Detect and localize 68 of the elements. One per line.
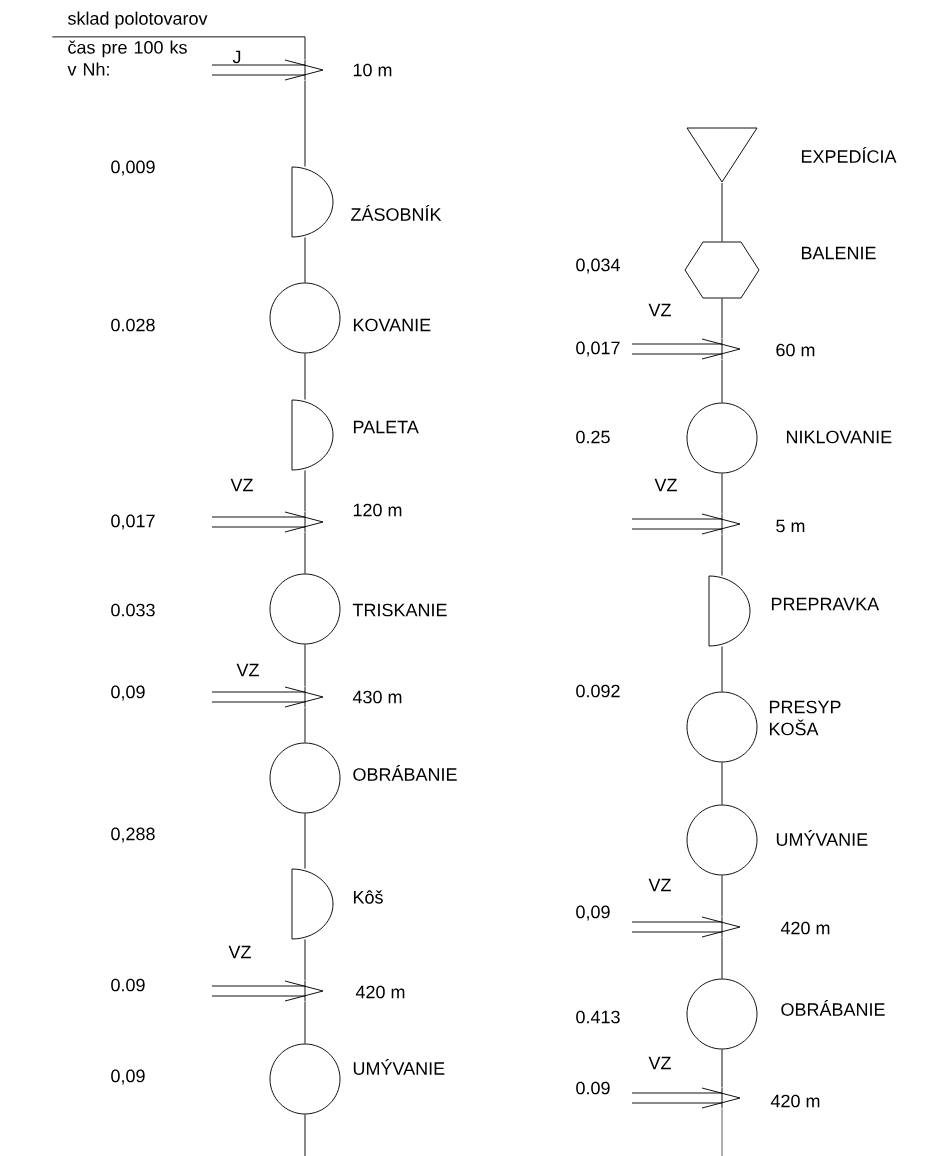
transport-type-label: VZ <box>648 1056 671 1070</box>
step-label: PALETA <box>353 420 419 434</box>
step-label: PRESYP KOŠA <box>769 700 841 736</box>
transport-type-label: J <box>232 50 241 64</box>
distance-label: 420 m <box>355 985 405 999</box>
time-value: 0,034 <box>576 258 620 274</box>
flow-line <box>721 182 723 242</box>
time-value: 0,09 <box>576 905 610 921</box>
distance-label: 120 m <box>353 503 402 517</box>
flow-line <box>721 298 723 339</box>
step-label: NIKLOVANIE <box>786 430 892 444</box>
flow-line <box>304 353 306 400</box>
time-value: 0.028 <box>111 318 155 332</box>
time-value: 0.09 <box>111 978 145 992</box>
flow-line <box>304 707 306 743</box>
flow-line <box>721 473 723 514</box>
step-label: OBRÁBANIE <box>781 1000 885 1016</box>
flow-line <box>304 813 306 869</box>
step-label: TRISKANIE <box>352 603 447 617</box>
time-value: 0.033 <box>111 603 155 617</box>
step-label: KOVANIE <box>353 318 431 332</box>
distance-label: 430 m <box>352 690 402 704</box>
time-value: 0,017 <box>111 514 155 530</box>
flow-line <box>304 470 306 512</box>
step-label: ZÁSOBNÍK <box>351 205 442 221</box>
distance-label: 60 m <box>776 343 815 357</box>
transport-type-label: VZ <box>648 303 671 317</box>
step-label: Kôš <box>353 890 383 904</box>
note-text: čas pre 100 ks v Nh: <box>67 40 187 76</box>
flow-line <box>304 939 306 981</box>
time-value: 0,09 <box>111 685 145 701</box>
time-value: 0,09 <box>111 1069 145 1085</box>
step-label: UMÝVANIE <box>776 830 868 846</box>
time-value: 0.092 <box>576 684 620 698</box>
distance-label: 420 m <box>770 1094 820 1108</box>
flow-line <box>304 644 306 687</box>
flow-line <box>304 1114 306 1156</box>
time-value: 0,009 <box>111 160 155 176</box>
flow-line <box>721 875 723 917</box>
flow-line <box>721 646 723 692</box>
flow-line <box>304 532 306 574</box>
distance-label: 5 m <box>776 519 805 533</box>
flow-line <box>721 359 723 403</box>
transport-type-label: VZ <box>230 478 253 492</box>
flow-line <box>721 762 723 805</box>
flow-line <box>304 237 306 283</box>
step-label: BALENIE <box>801 246 876 260</box>
flow-line <box>304 80 306 167</box>
transport-type-label: VZ <box>236 663 259 677</box>
transport-type-label: VZ <box>654 478 677 492</box>
distance-label: 10 m <box>353 63 392 77</box>
transport-type-label: VZ <box>648 878 671 892</box>
distance-label: 420 m <box>780 921 830 935</box>
flow-line <box>721 1049 723 1088</box>
transport-type-label: VZ <box>228 945 251 959</box>
step-label: PREPRAVKA <box>771 597 880 611</box>
flow-line <box>51 36 306 60</box>
flow-line <box>304 1001 306 1044</box>
flow-line <box>721 937 723 979</box>
time-value: 0.25 <box>576 430 610 444</box>
source-label: sklad polotovarov <box>67 11 208 29</box>
time-value: 0.413 <box>576 1010 620 1024</box>
step-label: EXPEDÍCIA <box>801 147 897 163</box>
time-value: 0.09 <box>576 1081 610 1095</box>
time-value: 0,288 <box>111 827 155 843</box>
step-label: OBRÁBANIE <box>353 765 457 781</box>
flow-line <box>721 534 723 576</box>
step-label: UMÝVANIE <box>353 1059 445 1075</box>
